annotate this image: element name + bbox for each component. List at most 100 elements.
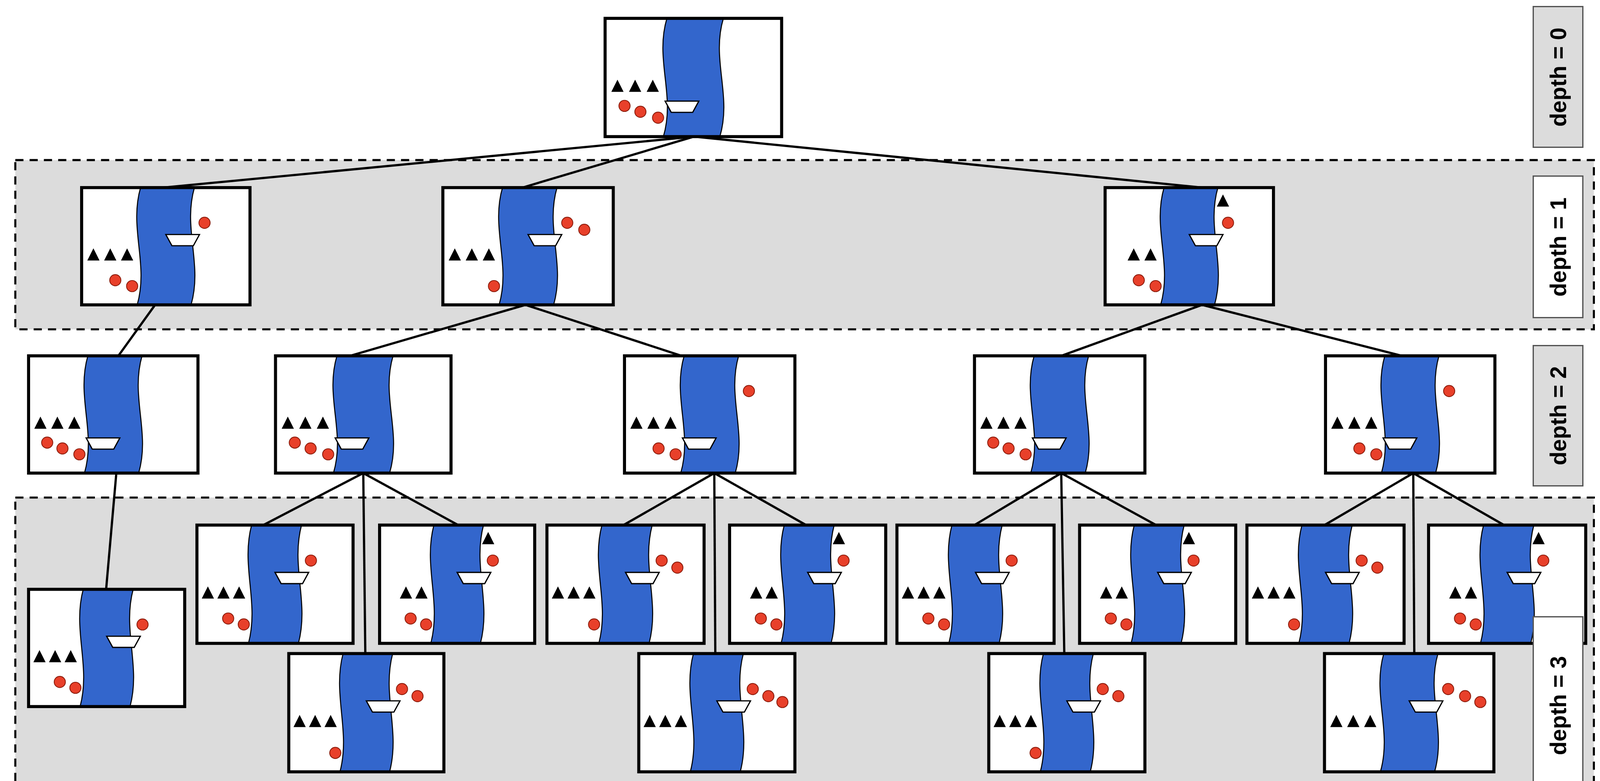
- panel-ground: [288, 653, 444, 772]
- panel-border: [605, 18, 782, 137]
- panel-ground: [624, 356, 795, 474]
- boat: [1507, 572, 1541, 584]
- person-triangle: [1144, 248, 1157, 261]
- tree-link: [1413, 473, 1414, 654]
- person-circle: [1029, 747, 1041, 759]
- person-circle: [69, 682, 81, 694]
- panel-ground: [28, 356, 198, 474]
- person-triangle: [997, 416, 1010, 429]
- panel-ground: [1079, 525, 1236, 644]
- person-triangle: [1115, 586, 1128, 599]
- person-triangle: [68, 416, 81, 429]
- panel-border: [288, 653, 444, 772]
- panel-border: [624, 356, 795, 474]
- tree-link: [714, 473, 807, 526]
- person-triangle: [917, 586, 930, 599]
- boat: [1189, 234, 1223, 246]
- panel-border: [275, 356, 451, 474]
- person-circle: [305, 555, 317, 567]
- boat: [625, 572, 660, 584]
- person-circle: [938, 618, 950, 630]
- tree-link: [350, 304, 526, 356]
- person-triangle: [1331, 416, 1344, 429]
- boat: [1157, 572, 1191, 584]
- person-triangle: [399, 586, 412, 599]
- person-triangle: [293, 715, 307, 728]
- panel-border: [28, 356, 198, 474]
- person-circle: [1355, 555, 1367, 567]
- person-circle: [922, 612, 934, 624]
- person-triangle: [1365, 416, 1378, 429]
- boat: [1382, 437, 1417, 449]
- tree-link: [118, 304, 156, 356]
- panel-border: [974, 356, 1145, 474]
- person-circle: [578, 224, 590, 236]
- state-panel: [896, 525, 1055, 644]
- panel-border: [28, 589, 185, 707]
- person-circle: [136, 618, 148, 630]
- tree-link: [363, 473, 459, 526]
- state-panel: [288, 653, 444, 772]
- person-triangle: [901, 586, 915, 599]
- boat: [457, 572, 491, 584]
- panel-ground: [546, 525, 704, 644]
- person-circle: [1112, 690, 1124, 702]
- person-triangle: [1449, 586, 1462, 599]
- person-circle: [634, 106, 646, 118]
- person-circle: [289, 436, 301, 448]
- boat: [807, 572, 842, 584]
- panel-border: [988, 653, 1145, 772]
- panel-ground: [81, 187, 251, 306]
- tree-link: [363, 473, 366, 654]
- person-circle: [671, 562, 683, 574]
- state-panel: [605, 18, 782, 137]
- person-triangle: [664, 416, 677, 429]
- panel-ground: [197, 525, 354, 644]
- boat: [275, 572, 309, 584]
- tree-link: [163, 136, 694, 188]
- person-circle: [1020, 448, 1032, 460]
- boat: [1032, 437, 1066, 449]
- person-circle: [747, 683, 759, 695]
- person-triangle: [750, 586, 763, 599]
- person-triangle: [482, 248, 496, 261]
- person-triangle: [281, 416, 295, 429]
- person-circle: [1002, 442, 1014, 454]
- river: [680, 356, 740, 474]
- state-panel: [1246, 525, 1405, 644]
- state-panel: [379, 525, 535, 644]
- tree-link: [1413, 473, 1504, 526]
- person-triangle: [481, 531, 495, 545]
- person-triangle: [583, 586, 596, 599]
- person-triangle: [643, 715, 656, 728]
- person-circle: [411, 690, 423, 702]
- person-triangle: [49, 650, 62, 663]
- person-triangle: [1464, 586, 1478, 599]
- person-triangle: [980, 416, 993, 429]
- tree-link: [522, 136, 694, 188]
- tree-link: [1324, 473, 1414, 526]
- boat: [682, 437, 716, 449]
- tree-link: [974, 473, 1062, 526]
- person-circle: [222, 612, 234, 624]
- person-circle: [396, 683, 408, 695]
- person-triangle: [233, 586, 246, 599]
- panel-ground: [1325, 356, 1495, 474]
- depth-label-box: depth = 0: [1532, 5, 1584, 148]
- person-triangle: [308, 715, 322, 728]
- boat: [1325, 572, 1359, 584]
- state-panel: [275, 356, 451, 474]
- person-triangle: [33, 650, 46, 663]
- river: [1380, 356, 1440, 474]
- person-triangle: [51, 416, 64, 429]
- panel-border: [1246, 525, 1405, 644]
- depth-label: depth = 1: [1547, 197, 1570, 297]
- person-circle: [41, 436, 53, 448]
- person-circle: [1442, 683, 1454, 695]
- person-circle: [405, 612, 417, 624]
- person-circle: [656, 555, 668, 567]
- person-circle: [1120, 618, 1132, 630]
- person-triangle: [567, 586, 580, 599]
- person-triangle: [1127, 248, 1140, 261]
